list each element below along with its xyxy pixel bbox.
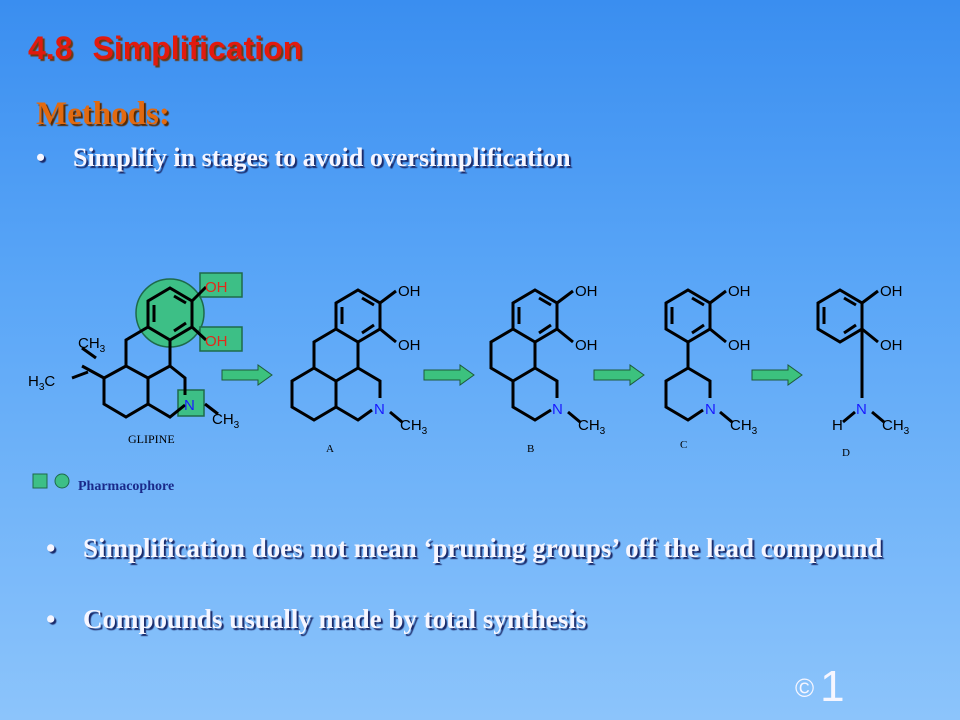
atom-ch3: CH3 <box>400 417 428 437</box>
bullet-text: Simplification does not mean ‘pruning gr… <box>83 533 883 563</box>
bullet-text: Simplify in stages to avoid oversimplifi… <box>73 143 571 172</box>
molecule-b-labels: OH OH N CH3 B <box>527 283 606 455</box>
label-a: A <box>326 443 334 455</box>
atom-ch3: CH3 <box>882 417 910 437</box>
molecule-c <box>664 288 733 424</box>
atom-oh: OH <box>575 283 598 300</box>
atom-ch3: CH3 <box>730 417 758 437</box>
glipine-atom-labels: OH OH N CH3 CH3 H3C GLIPINE <box>28 279 240 446</box>
atom-oh: OH <box>398 337 421 354</box>
title-text: Simplification <box>92 30 303 66</box>
arrow-icon <box>221 364 273 386</box>
atom-oh: OH <box>205 279 228 296</box>
arrow-icon <box>423 364 475 386</box>
atom-n: N <box>184 397 195 414</box>
atom-n: N <box>705 401 716 418</box>
copyright-symbol: © <box>795 673 815 703</box>
legend-circle-icon <box>54 473 70 489</box>
atom-oh: OH <box>575 337 598 354</box>
label-b: B <box>527 443 534 455</box>
title-number: 4.8 <box>28 30 73 66</box>
pharmacophore-oh-box-1 <box>199 272 243 298</box>
atom-ch3: CH3 <box>578 417 606 437</box>
molecule-c-labels: OH OH N CH3 C <box>680 283 758 451</box>
molecule-a-labels: OH OH N CH3 A <box>326 283 428 455</box>
molecule-d <box>816 288 885 424</box>
molecule-glipine <box>71 272 243 419</box>
simplification-diagram: OH OH N CH3 CH3 H3C GLIPINE OH OH N CH3 … <box>28 272 910 494</box>
bullet-item-bottom-1: • Simplification does not mean ‘pruning … <box>38 532 918 564</box>
atom-ch3: CH3 <box>78 335 106 355</box>
page-number: 1 <box>820 662 845 711</box>
arrow-icon <box>593 364 645 386</box>
molecule-b <box>489 288 581 424</box>
atom-oh: OH <box>880 337 903 354</box>
bullet-dot: • <box>36 143 46 172</box>
label-glipine: GLIPINE <box>128 432 175 446</box>
atom-oh: OH <box>205 333 228 350</box>
atom-n: N <box>856 401 867 418</box>
label-c: C <box>680 439 687 451</box>
molecule-a <box>290 288 403 424</box>
atom-h3c: H3C <box>28 373 55 393</box>
slide-title: 4.8 Simplification <box>28 30 302 67</box>
arrow-icon <box>751 364 803 386</box>
atom-oh: OH <box>880 283 903 300</box>
bullet-item-top-1: • Simplify in stages to avoid oversimpli… <box>28 143 571 173</box>
atom-oh: OH <box>728 283 751 300</box>
pharmacophore-legend: Pharmacophore <box>32 473 174 494</box>
pharmacophore-n-box <box>177 389 205 417</box>
pharmacophore-oh-box-2 <box>199 326 243 352</box>
bullet-dot: • <box>46 533 56 563</box>
atom-n: N <box>374 401 385 418</box>
slide-footer: ©1 <box>795 662 845 712</box>
legend-square-icon <box>32 473 48 489</box>
atom-ch3: CH3 <box>212 411 240 431</box>
bullet-item-bottom-2: • Compounds usually made by total synthe… <box>38 604 586 635</box>
legend-label: Pharmacophore <box>78 479 174 494</box>
bullet-dot: • <box>46 604 56 634</box>
molecule-d-labels: OH OH N H CH3 D <box>832 283 910 459</box>
atom-h: H <box>832 417 843 434</box>
bullet-text: Compounds usually made by total synthesi… <box>83 604 587 634</box>
methods-heading: Methods: <box>36 96 170 132</box>
label-d: D <box>842 447 850 459</box>
atom-n: N <box>552 401 563 418</box>
atom-oh: OH <box>728 337 751 354</box>
atom-oh: OH <box>398 283 421 300</box>
